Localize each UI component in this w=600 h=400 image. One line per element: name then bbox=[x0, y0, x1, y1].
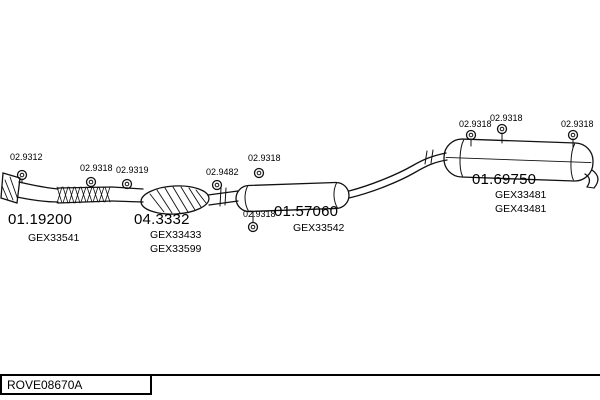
rear-muffler-shape bbox=[443, 138, 594, 182]
mount-label-6: 02.9318 bbox=[243, 209, 276, 219]
mount-label-8: 02.9318 bbox=[490, 113, 523, 123]
intermediate-pipe-shape bbox=[207, 187, 239, 207]
part-ref-front-pipe: GEX33541 bbox=[28, 232, 80, 244]
mid-pipe-bottom bbox=[111, 200, 144, 203]
center-muffler-shape bbox=[235, 181, 350, 213]
rear-pipe-shape bbox=[348, 149, 448, 199]
mount-label-9: 02.9318 bbox=[561, 119, 594, 129]
part-number-front-pipe: 01.19200 bbox=[8, 211, 73, 228]
mount-label-4: 02.9482 bbox=[206, 167, 239, 177]
part-ref-rear-muffler-2: GEX43481 bbox=[495, 203, 547, 215]
front-mount-icon-2 bbox=[85, 176, 97, 188]
mount-label-2: 02.9318 bbox=[80, 163, 113, 173]
part-number-center-muffler: 01.57060 bbox=[274, 203, 339, 220]
drawing-code-box: ROVE08670A bbox=[0, 374, 152, 395]
rear-hanger-icon-2 bbox=[496, 123, 508, 144]
tailpipe-shape bbox=[584, 169, 599, 189]
mount-label-5: 02.9318 bbox=[248, 153, 281, 163]
drawing-code: ROVE08670A bbox=[7, 377, 83, 392]
part-number-catalyst: 04.3332 bbox=[134, 211, 190, 228]
part-ref-catalyst-2: GEX33599 bbox=[150, 243, 202, 255]
part-ref-rear-muffler-1: GEX33481 bbox=[495, 189, 547, 201]
front-mount-icon-3 bbox=[121, 178, 133, 190]
gasket-icon-2 bbox=[253, 167, 265, 179]
part-ref-catalyst-1: GEX33433 bbox=[150, 229, 202, 241]
gasket-icon-1 bbox=[211, 179, 223, 191]
rear-hanger-icon-1 bbox=[465, 129, 477, 147]
front-mount-icon-1 bbox=[16, 169, 28, 184]
rear-hanger-icon-3 bbox=[567, 129, 579, 148]
catalytic-converter-shape bbox=[140, 185, 210, 215]
center-muffler-hanger-icon bbox=[247, 210, 259, 233]
mount-label-1: 02.9312 bbox=[10, 152, 43, 162]
title-block-rule bbox=[0, 374, 600, 376]
part-number-rear-muffler: 01.69750 bbox=[472, 171, 537, 188]
front-flange-shape bbox=[0, 172, 21, 204]
front-pipe-shape bbox=[16, 181, 59, 203]
mount-label-7: 02.9318 bbox=[459, 119, 492, 129]
flex-pipe-shape bbox=[56, 186, 113, 204]
part-ref-center-muffler: GEX33542 bbox=[293, 222, 345, 234]
mount-label-3: 02.9319 bbox=[116, 165, 149, 175]
